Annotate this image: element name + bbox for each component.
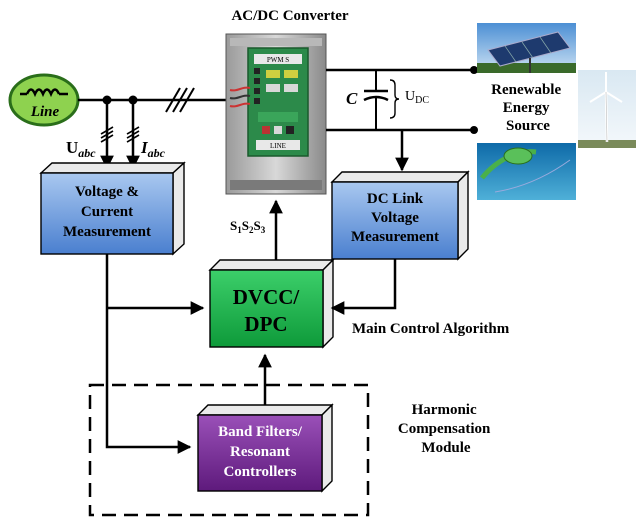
vcm-line1: Voltage & bbox=[75, 184, 139, 200]
bf-line3: Controllers bbox=[223, 464, 296, 480]
voltage-abc-label: Uabc bbox=[66, 138, 96, 160]
vcm-line2: Current bbox=[81, 204, 133, 220]
converter-photo: PWM S LINE bbox=[225, 33, 327, 195]
line-label: Line bbox=[30, 104, 60, 120]
dc-bus bbox=[326, 66, 478, 172]
dvcc-line2: DPC bbox=[244, 312, 287, 336]
harmonic-module-frame bbox=[88, 383, 370, 517]
dvcc-line1: DVCC/ bbox=[233, 285, 301, 309]
udc-label: UDC bbox=[405, 89, 429, 106]
tidal-turbine-image bbox=[477, 143, 576, 200]
dcm-line3: Measurement bbox=[351, 229, 439, 245]
line-source: Line bbox=[8, 73, 80, 127]
inductor-coil-icon bbox=[25, 88, 61, 98]
capacitor-label: C bbox=[346, 89, 358, 108]
renewable-label: Renewable Energy Source bbox=[491, 82, 565, 134]
dcm-line1: DC Link bbox=[367, 191, 424, 207]
main-control-label: Main Control Algorithm bbox=[352, 321, 510, 337]
solar-panel-image bbox=[477, 23, 576, 73]
current-abc-label: Iabc bbox=[140, 138, 166, 160]
dc-link-measurement-block: DC Link Voltage Measurement bbox=[330, 170, 470, 261]
wind-turbine-image bbox=[578, 70, 636, 148]
harmonic-label: Harmonic Compensation Module bbox=[398, 402, 494, 456]
bf-line1: Band Filters/ bbox=[218, 424, 303, 440]
control-wiring bbox=[105, 199, 397, 454]
voltage-current-measurement-block: Voltage & Current Measurement bbox=[39, 161, 186, 256]
vcm-line3: Measurement bbox=[63, 224, 151, 240]
dcm-line2: Voltage bbox=[371, 210, 419, 226]
dvcc-dpc-block: DVCC/ DPC bbox=[208, 258, 335, 349]
pcb-bottom-label: LINE bbox=[270, 142, 286, 150]
switching-signals-label: S1S2S3 bbox=[230, 218, 266, 235]
bf-line2: Resonant bbox=[230, 444, 290, 460]
band-filters-block: Band Filters/ Resonant Controllers bbox=[196, 403, 334, 493]
pcb-top-label: PWM S bbox=[267, 56, 289, 64]
converter-title: AC/DC Converter bbox=[231, 8, 348, 24]
measurement-taps bbox=[100, 100, 140, 170]
ac-bus bbox=[78, 87, 228, 113]
